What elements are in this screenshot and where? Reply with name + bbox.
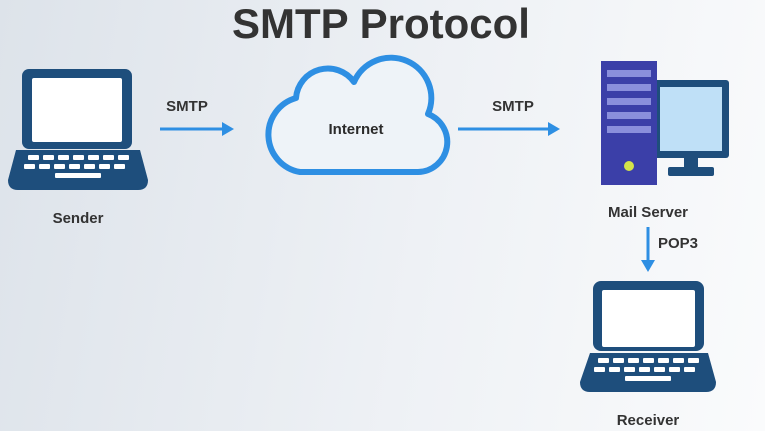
receiver-label: Receiver: [617, 412, 680, 429]
page-title: SMTP Protocol: [232, 0, 530, 47]
sender-laptop-icon: [8, 69, 148, 190]
receiver-laptop-icon: [580, 281, 716, 392]
internet-cloud-icon: [265, 54, 451, 175]
internet-label: Internet: [328, 121, 383, 138]
arrow-server-to-receiver: [641, 227, 655, 272]
sender-label: Sender: [53, 210, 104, 227]
arrow-internet-to-server: [458, 122, 560, 136]
pop3-label: POP3: [658, 235, 698, 252]
mail-server-icon: [601, 61, 729, 185]
arrow-sender-to-internet: [160, 122, 234, 136]
smtp-label-2: SMTP: [492, 98, 534, 115]
smtp-label-1: SMTP: [166, 98, 208, 115]
mail-server-label: Mail Server: [608, 204, 688, 221]
